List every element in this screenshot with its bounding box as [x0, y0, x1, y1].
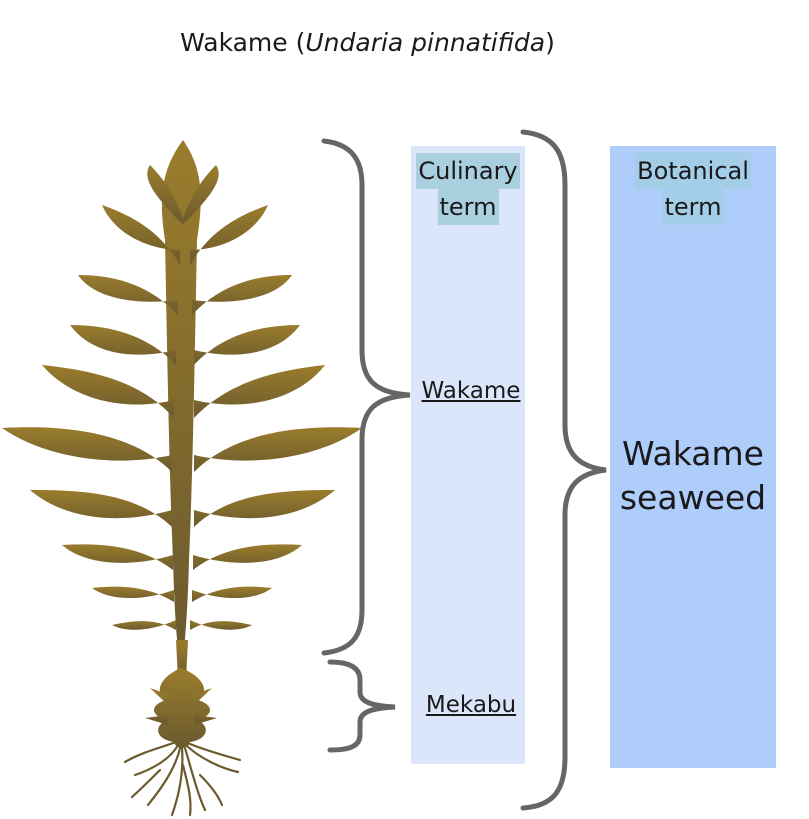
botanical-column [610, 146, 776, 768]
mekabu-link[interactable]: Mekabu [425, 692, 517, 718]
holdfast-roots [123, 740, 242, 817]
wakame-seaweed-illustration [2, 140, 362, 748]
title-species: Undaria pinnatifida [305, 28, 546, 57]
botanical-header-line1: Botanical [635, 153, 751, 189]
brace-wakame [321, 138, 411, 656]
title-prefix: Wakame ( [180, 28, 306, 57]
botanical-term-line1: Wakame [622, 434, 764, 473]
culinary-column [411, 146, 525, 764]
brace-mekabu [327, 659, 396, 753]
culinary-term-header: Culinary term [411, 153, 525, 225]
botanical-term-header: Botanical term [610, 153, 776, 225]
wakame-link[interactable]: Wakame [421, 378, 521, 404]
title-suffix: ) [545, 28, 555, 57]
botanical-term-wakame-seaweed: Wakame seaweed [610, 432, 776, 520]
botanical-term-line2: seaweed [619, 478, 767, 517]
culinary-header-line2: term [437, 189, 499, 225]
brace-botanical [520, 129, 607, 811]
culinary-header-line1: Culinary [416, 153, 520, 189]
botanical-header-line2: term [662, 189, 724, 225]
diagram-title: Wakame (Undaria pinnatifida) [0, 28, 735, 57]
